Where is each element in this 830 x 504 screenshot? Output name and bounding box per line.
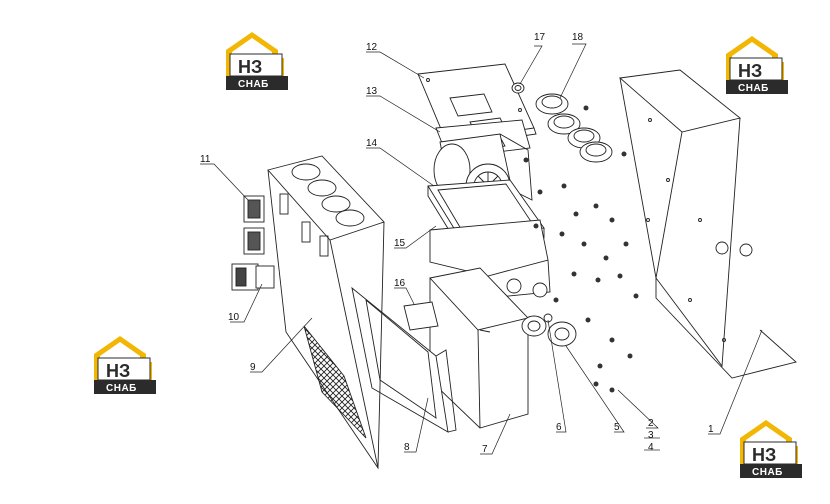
fasteners [523,105,639,393]
svg-text:НЗ: НЗ [738,61,762,81]
part-18-fan-rings [535,93,613,163]
callout-11: 11 [200,154,211,165]
callout-14: 14 [366,138,378,149]
callout-3: 3 [648,430,654,441]
callout-5: 5 [614,422,620,433]
part-10-switch [231,263,275,291]
svg-text:НЗ: НЗ [106,361,130,381]
callout-8: 8 [404,442,410,453]
callout-13: 13 [366,86,378,97]
part-5-ring [547,321,577,347]
callout-15: 15 [394,238,406,249]
part-9-front-panel [267,155,385,470]
callout-4: 4 [648,442,654,453]
callout-16: 16 [394,278,406,289]
callout-6: 6 [556,422,562,433]
brand-logo-1: НЗ СНАБ [225,31,289,91]
callout-12: 12 [366,42,378,53]
callout-18: 18 [572,32,584,43]
brand-logo-2: НЗ СНАБ [725,35,789,95]
callout-17: 17 [534,32,546,43]
callout-10: 10 [228,312,240,323]
callout-1: 1 [708,424,714,435]
callout-labels: 1 2 3 4 5 6 7 8 9 10 11 12 13 14 15 16 1… [200,32,714,455]
svg-text:СНАБ: СНАБ [238,79,269,90]
part-15-duct [429,219,551,299]
leader-lines [200,43,763,455]
svg-text:НЗ: НЗ [752,445,776,465]
callout-9: 9 [250,362,256,373]
callout-7: 7 [482,444,488,455]
svg-text:СНАБ: СНАБ [752,467,783,478]
part-8-frame [351,286,457,433]
svg-text:СНАБ: СНАБ [738,83,769,94]
brand-logo-3: НЗ СНАБ [93,335,157,395]
callout-2: 2 [648,418,654,429]
part-11-switch-panel [243,195,265,255]
part-16-bracket [403,301,439,331]
part-17-ring [511,82,525,94]
svg-text:СНАБ: СНАБ [106,383,137,394]
part-1-side-panel [618,69,797,379]
brand-logo-4: НЗ СНАБ [739,419,803,479]
svg-text:НЗ: НЗ [238,57,262,77]
